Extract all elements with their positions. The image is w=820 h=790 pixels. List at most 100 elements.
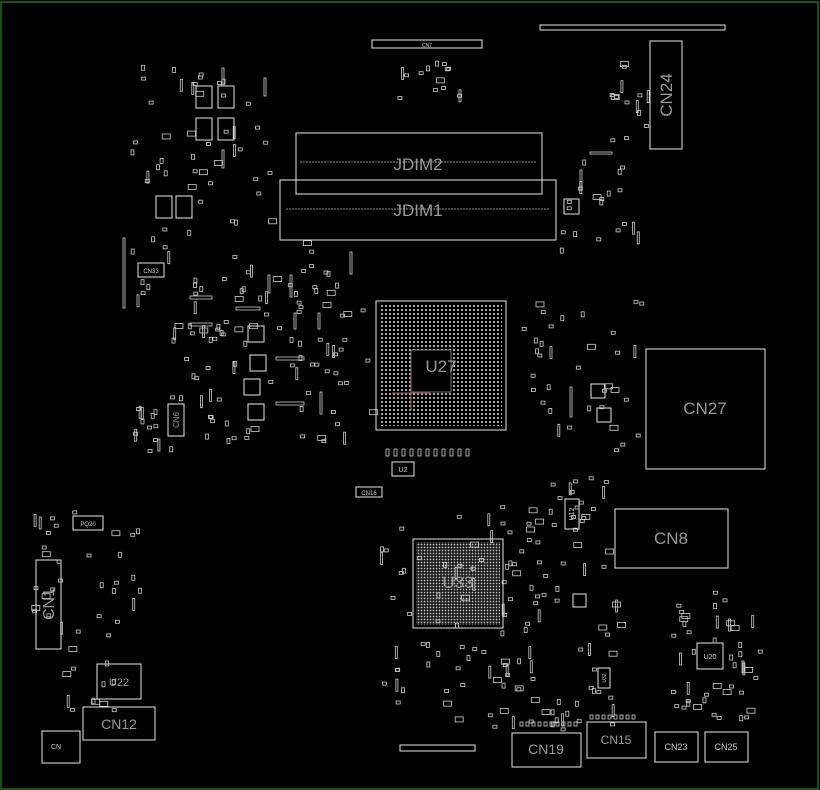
connector-cn24[interactable]: CN24 (649, 40, 683, 150)
passive-part (526, 526, 535, 533)
dimm-slot-jdim2[interactable]: JDIM2 (295, 132, 543, 195)
pad (441, 448, 446, 457)
passive-part (199, 395, 203, 409)
passive-part (184, 356, 190, 361)
passive-part (192, 169, 198, 174)
passive-part (243, 340, 248, 347)
passive-part (490, 530, 494, 544)
chip-u12[interactable]: U12 (564, 498, 580, 530)
passive-part (140, 291, 146, 296)
passive-part (162, 227, 168, 232)
passive-part (333, 352, 338, 357)
cn6-label: CN6 (172, 411, 181, 428)
passive-part (738, 651, 743, 658)
passive-part (739, 715, 744, 722)
passive-part (610, 722, 615, 727)
passive-part (722, 598, 728, 603)
connector-cn25[interactable]: CN25 (704, 731, 749, 763)
passive-part (521, 326, 527, 331)
passive-part (399, 526, 405, 531)
chip-u2[interactable]: U2 (391, 461, 415, 477)
chip-u20[interactable]: U20 (696, 642, 724, 670)
passive-part (730, 625, 740, 631)
passive-part (615, 350, 620, 355)
passive-part (567, 721, 572, 727)
passive-part (33, 513, 37, 527)
passive-part (619, 714, 624, 720)
passive-part (711, 712, 717, 717)
chipset-u33[interactable]: U33 (412, 538, 504, 629)
connector-cn-small[interactable]: CN (41, 730, 81, 764)
passive-part (499, 708, 509, 714)
connector-top-right[interactable] (539, 24, 726, 31)
ic-square (249, 354, 267, 372)
passive-part (446, 66, 452, 71)
connector-cn16[interactable]: CN16 (355, 486, 383, 498)
passive-part (401, 67, 405, 80)
passive-part (144, 179, 150, 183)
passive-part (500, 521, 506, 526)
passive-part (712, 637, 717, 644)
passive-part (317, 312, 321, 330)
passive-part (153, 424, 159, 429)
passive-part (38, 516, 42, 530)
passive-part (454, 622, 459, 629)
passive-part (614, 95, 619, 99)
passive-part (106, 633, 112, 638)
passive-part (232, 126, 236, 140)
passive-part (604, 480, 609, 484)
passive-part (140, 418, 145, 425)
passive-part (220, 332, 226, 337)
connector-cn19[interactable]: CN19 (511, 732, 582, 768)
passive-part (156, 164, 160, 171)
passive-part (531, 387, 536, 392)
connector-cn27[interactable]: CN27 (645, 348, 766, 470)
passive-part (99, 700, 109, 707)
passive-components (31, 60, 763, 732)
passive-part (153, 438, 158, 443)
passive-part (540, 310, 546, 315)
passive-part (60, 621, 63, 635)
passive-part (148, 100, 154, 105)
passive-part (550, 709, 555, 716)
passive-part (599, 405, 605, 410)
passive-part (191, 82, 195, 95)
connector-cn6[interactable]: CN6 (167, 403, 185, 437)
passive-part (216, 323, 221, 330)
passive-part (179, 395, 183, 402)
passive-part (263, 140, 269, 145)
passive-part (646, 90, 650, 104)
passive-part (216, 397, 222, 402)
passive-part (529, 660, 533, 674)
cpu-socket-u27[interactable]: U27 (375, 300, 507, 431)
connector-cn33[interactable]: CN33 (137, 262, 165, 278)
dimm-slot-jdim1[interactable]: JDIM1 (279, 179, 557, 241)
pq20-label: PQ20 (80, 522, 96, 528)
connector-cn8[interactable]: CN8 (614, 508, 729, 569)
passive-part (571, 515, 576, 519)
passive-part (267, 170, 273, 175)
connector-bottom[interactable] (399, 744, 476, 752)
passive-part (512, 562, 517, 567)
connector-cn7[interactable]: CN7 (371, 39, 483, 49)
chip-u32[interactable]: U32 (597, 667, 611, 689)
passive-part (457, 563, 463, 568)
cn16-label: CN16 (361, 491, 377, 497)
passive-part (231, 436, 237, 441)
passive-part (624, 136, 629, 141)
passive-part (263, 312, 269, 317)
passive-part (470, 566, 476, 571)
connector-cn1[interactable]: CN1 (35, 559, 62, 650)
pad (409, 448, 414, 457)
passive-part (309, 249, 314, 254)
passive-part (713, 590, 718, 595)
passive-part (507, 530, 513, 535)
u32-label: U32 (602, 673, 608, 682)
passive-part (732, 662, 737, 669)
connector-cn23[interactable]: CN23 (654, 731, 699, 763)
mosfet-pq20[interactable]: PQ20 (72, 515, 104, 531)
chip-u22[interactable]: U22 (96, 663, 142, 700)
connector-cn15[interactable]: CN15 (586, 721, 647, 759)
passive-part (173, 327, 177, 341)
connector-cn12[interactable]: CN12 (82, 706, 156, 741)
